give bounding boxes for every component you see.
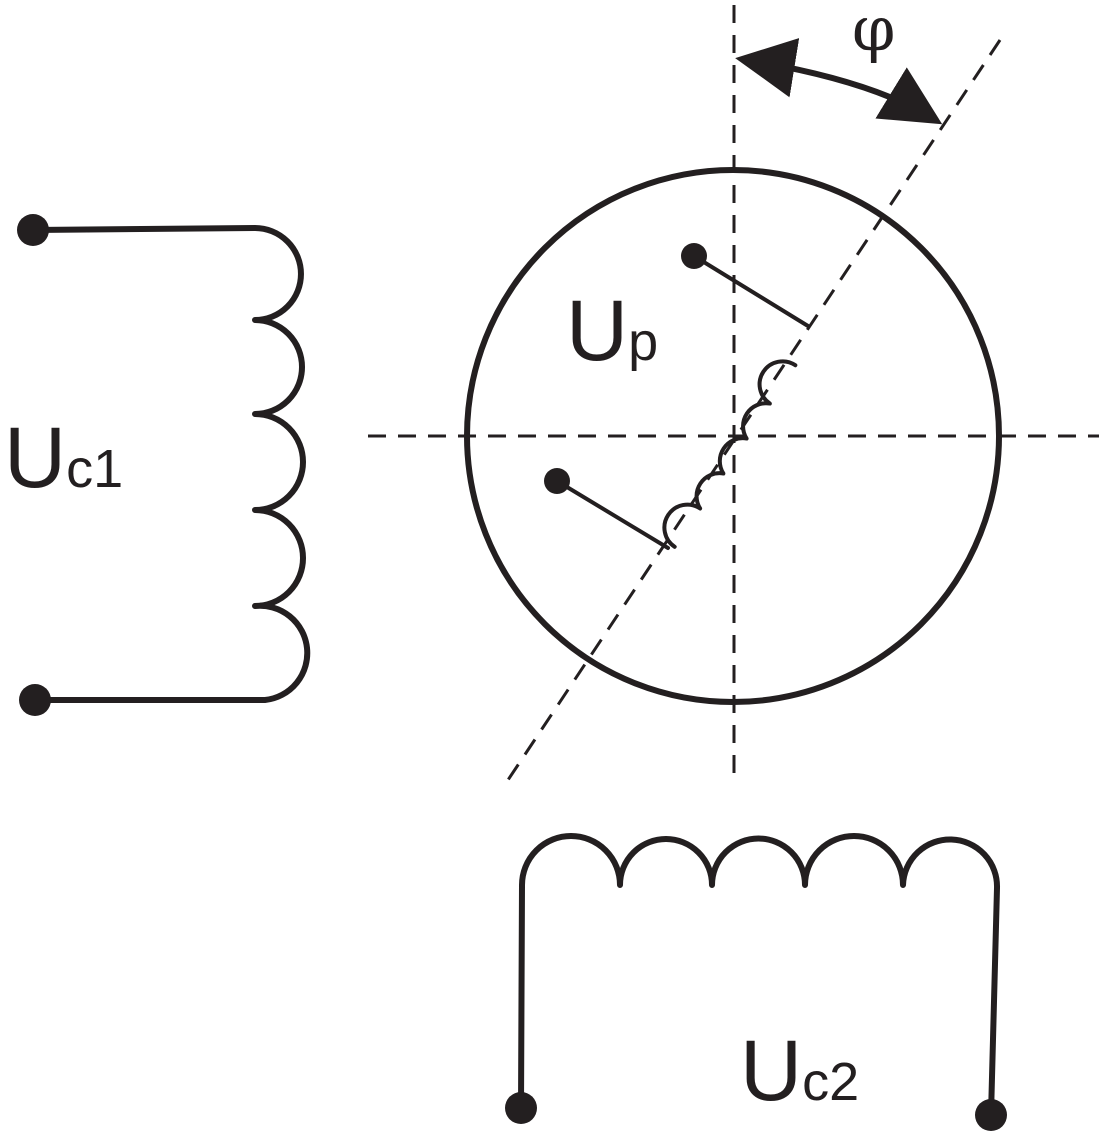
- rotor-coil-terminal-bottom: [544, 468, 570, 494]
- rotor-coil-terminal-top: [681, 243, 707, 269]
- stator-coil-2-winding: [518, 833, 1001, 1118]
- rotor-coil-lead-bottom: [555, 479, 670, 550]
- stator-coil-1-terminal-top: [17, 214, 49, 246]
- stator-coil-2-terminal-left: [505, 1092, 537, 1124]
- rotor-coil-lead-top: [692, 254, 810, 328]
- stator2-label: Uc2: [740, 1023, 859, 1119]
- stator-coil-1-winding: [30, 225, 311, 703]
- stator-coil-1-terminal-bottom: [19, 684, 51, 716]
- angle-label: φ: [852, 0, 895, 65]
- rotor-coil-winding: [662, 359, 798, 549]
- stator-coil-2: [505, 833, 1007, 1131]
- rotor-circle: [464, 167, 1002, 705]
- stator1-label: Uc1: [4, 410, 123, 506]
- rotor-coil: [544, 243, 810, 550]
- stator-coil-1: [17, 214, 311, 716]
- rotor-axis: [506, 39, 1002, 781]
- rotor-label: Up: [566, 283, 658, 379]
- stator-coil-2-terminal-right: [975, 1099, 1007, 1131]
- angle-arrow: [735, 38, 943, 125]
